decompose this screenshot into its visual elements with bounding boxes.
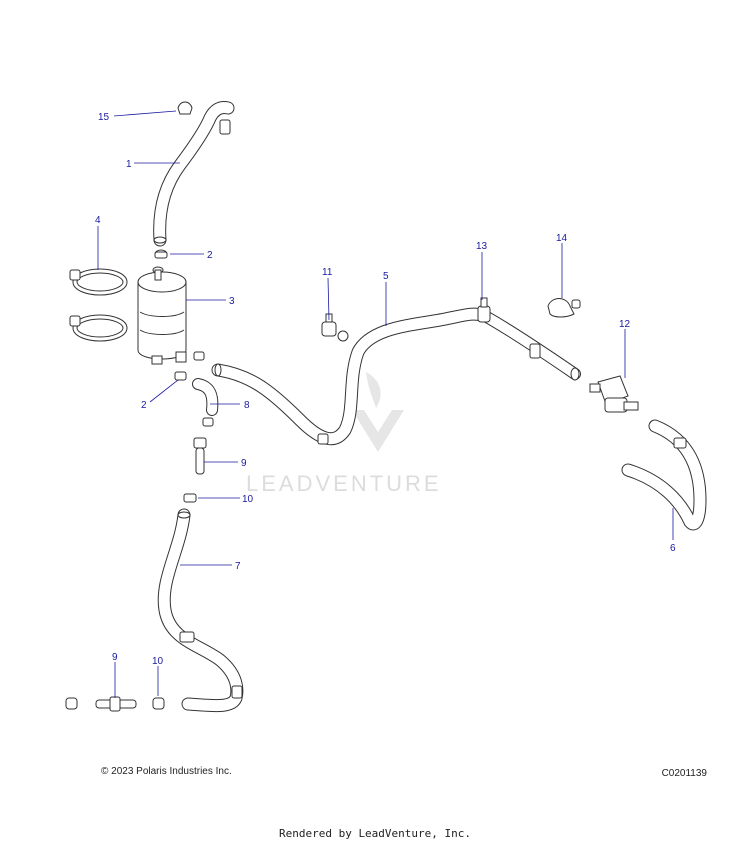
callout-1: 1 [126,159,132,170]
watermark-text: LEADVENTURE [246,471,442,496]
callout-3: 3 [229,296,235,307]
callouts: 15 1 2 4 3 2 8 9 10 7 9 10 11 5 13 14 12… [95,112,676,667]
callout-6: 6 [670,543,676,554]
callout-9-lower: 9 [112,652,118,663]
part-9-connector-lower [95,696,137,712]
callout-2-lower: 2 [141,400,147,411]
callout-13: 13 [476,241,488,252]
callout-4: 4 [95,215,101,226]
part-4-bands [69,268,128,342]
callout-5: 5 [383,271,389,282]
drawing-code: C0201139 [661,768,707,779]
callout-9-upper: 9 [241,458,247,469]
rendered-by-text: Rendered by LeadVenture, Inc. [278,827,472,840]
callout-11: 11 [322,267,333,278]
part-10-rings-lower [65,697,165,710]
part-2-clamps-lower [174,351,205,381]
part-11-sensor [321,313,349,342]
callout-10-lower: 10 [152,656,164,667]
part-2-clamp-upper [154,249,168,259]
part-8-elbow [192,378,219,416]
callout-7: 7 [235,561,241,572]
callout-8: 8 [244,400,250,411]
part-15-clip [177,101,193,115]
part-6-right-hose [621,419,707,531]
part-7-lower-hose [157,508,244,713]
copyright-text: © 2023 Polaris Industries Inc. [101,766,232,777]
callout-10-upper: 10 [242,494,254,505]
leadventure-watermark: LEADVENTURE [246,372,442,496]
callout-14: 14 [556,233,568,244]
callout-2-upper: 2 [207,250,213,261]
part-10-ring-upper [183,493,197,503]
part-13-tee-fitting [477,297,491,323]
part-5-main-hose [211,307,581,446]
part-3-canister [137,266,187,365]
leader-lines [97,110,674,698]
callout-12: 12 [619,319,631,330]
part-9-connector-upper [193,417,214,475]
callout-15: 15 [98,112,110,123]
part-14-clip [547,298,581,318]
part-1-vent-hose [153,101,235,247]
part-12-valve [589,375,639,413]
